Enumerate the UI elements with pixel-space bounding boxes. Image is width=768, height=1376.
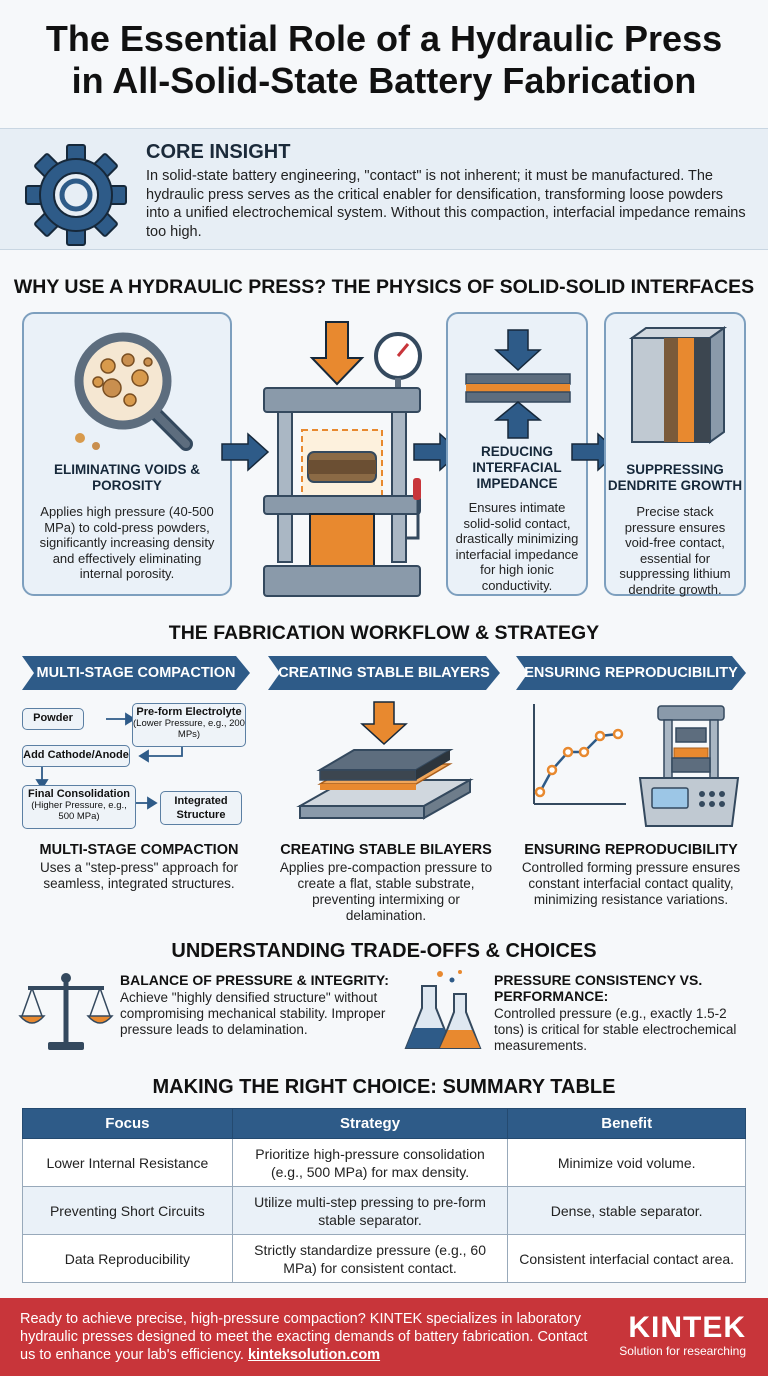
tradeoff-title-consistency: PRESSURE CONSISTENCY VS. PERFORMANCE: — [494, 972, 703, 1004]
hydraulic-press-icon — [263, 321, 422, 597]
card-title: REDUCING INTERFACIAL IMPEDANCE — [472, 444, 562, 491]
flow-step-preform: Pre-form Electrolyte (Lower Pressure, e.… — [132, 703, 246, 747]
col-title-multi-stage: MULTI-STAGE COMPACTION — [39, 842, 239, 858]
physics-heading: WHY USE A HYDRAULIC PRESS? THE PHYSICS O… — [13, 276, 755, 298]
tradeoffs-heading: UNDERSTANDING TRADE-OFFS & CHOICES — [171, 940, 597, 962]
balance-scale-icon — [18, 973, 114, 1050]
col-text-multi-stage: Uses a "step-press" approach for seamles… — [40, 860, 238, 891]
chevron-multi-stage: MULTI-STAGE COMPACTION — [22, 656, 250, 690]
insight-text: In solid-state battery engineering, "con… — [146, 168, 746, 240]
col-text-reproducibility: Controlled forming pressure ensures cons… — [521, 860, 741, 907]
card-suppressing-dendrite: SUPPRESSING DENDRITE GROWTH Precise stac… — [604, 312, 746, 597]
table-header-row: Focus Strategy Benefit — [22, 1108, 746, 1139]
table-cell: Dense, stable separator. — [507, 1186, 746, 1235]
card-text: Ensures intimate solid-solid contact, dr… — [455, 500, 579, 593]
tradeoff-text-balance: Achieve "highly densified structure" wit… — [120, 990, 386, 1037]
title-line-2: in All-Solid-State Battery Fabrication — [71, 60, 697, 101]
card-title: SUPPRESSING DENDRITE GROWTH — [607, 462, 743, 493]
table-row: Preventing Short Circuits Utilize multi-… — [22, 1186, 746, 1235]
insight-heading: CORE INSIGHT — [146, 141, 291, 163]
table-cell: Prioritize high-pressure consolidation (… — [231, 1138, 509, 1187]
flow-step-final: Final Consolidation (Higher Pressure, e.… — [22, 785, 136, 829]
layer-compression-icon — [465, 329, 571, 439]
card-title: ELIMINATING VOIDS & POROSITY — [53, 462, 200, 493]
col-title-reproducibility: ENSURING REPRODUCIBILITY — [524, 842, 738, 858]
tradeoff-title-balance: BALANCE OF PRESSURE & INTEGRITY: — [120, 972, 389, 988]
chevron-bilayers: CREATING STABLE BILAYERS — [268, 656, 500, 690]
chevron-reproducibility: ENSURING REPRODUCIBILITY — [516, 656, 746, 690]
battery-cell-icon — [628, 326, 728, 444]
footer-message: Ready to achieve precise, high-pressure … — [20, 1311, 588, 1363]
page-title: The Essential Role of a Hydraulic Press … — [0, 18, 768, 102]
title-line-1: The Essential Role of a Hydraulic Press — [45, 18, 723, 59]
flow-step-powder: Powder — [22, 708, 84, 730]
table-cell: Utilize multi-step pressing to pre-form … — [231, 1186, 509, 1235]
workflow-heading: THE FABRICATION WORKFLOW & STRATEGY — [168, 622, 600, 644]
col-title-bilayers: CREATING STABLE BILAYERS — [280, 842, 492, 858]
magnifier-powder-icon — [74, 332, 193, 451]
tradeoff-text-consistency: Controlled pressure (e.g., exactly 1.5-2… — [494, 1006, 737, 1053]
card-text: Precise stack pressure ensures void-free… — [619, 504, 731, 597]
lab-flasks-icon — [404, 970, 482, 1049]
arrow-right-icon — [221, 432, 270, 472]
gear-icon — [25, 144, 127, 246]
card-eliminating-voids: ELIMINATING VOIDS & POROSITY Applies hig… — [22, 312, 232, 596]
chevron-label: CREATING STABLE BILAYERS — [278, 665, 490, 681]
table-header-benefit: Benefit — [507, 1108, 746, 1139]
table-cell: Data Reproducibility — [22, 1234, 233, 1283]
brand-tagline: Solution for researching — [619, 1344, 746, 1358]
table-cell: Consistent interfacial contact area. — [507, 1234, 746, 1283]
table-cell: Lower Internal Resistance — [22, 1138, 233, 1187]
table-row: Data Reproducibility Strictly standardiz… — [22, 1234, 746, 1283]
reproducibility-chart-icon — [533, 704, 740, 827]
flow-connectors — [35, 712, 183, 810]
chevron-label: MULTI-STAGE COMPACTION — [36, 665, 236, 681]
bilayer-stack-icon — [296, 701, 474, 820]
summary-heading: MAKING THE RIGHT CHOICE: SUMMARY TABLE — [152, 1076, 616, 1098]
table-header-focus: Focus — [22, 1108, 233, 1139]
table-cell: Preventing Short Circuits — [22, 1186, 233, 1235]
flow-step-integrated: Integrated Structure — [160, 791, 242, 825]
table-row: Lower Internal Resistance Prioritize hig… — [22, 1138, 746, 1187]
core-insight-panel: CORE INSIGHT In solid-state battery engi… — [0, 128, 768, 250]
website-link[interactable]: kinteksolution.com — [247, 1347, 381, 1363]
brand-logo: KINTEK Solution for researching — [619, 1311, 746, 1359]
card-text: Applies high pressure (40-500 MPa) to co… — [39, 504, 215, 581]
table-cell: Minimize void volume. — [507, 1138, 746, 1187]
flow-step-add-electrode: Add Cathode/Anode — [22, 745, 130, 767]
card-reducing-impedance: REDUCING INTERFACIAL IMPEDANCE Ensures i… — [446, 312, 588, 596]
footer-banner: Ready to achieve precise, high-pressure … — [0, 1298, 768, 1376]
table-cell: Strictly standardize pressure (e.g., 60 … — [231, 1234, 509, 1283]
brand-name: KINTEK — [628, 1311, 746, 1344]
table-header-strategy: Strategy — [231, 1108, 509, 1139]
footer-text: Ready to achieve precise, high-pressure … — [20, 1310, 600, 1364]
col-text-bilayers: Applies pre-compaction pressure to creat… — [279, 860, 493, 923]
chevron-label: ENSURING REPRODUCIBILITY — [524, 665, 738, 681]
summary-table: Focus Strategy Benefit Lower Internal Re… — [22, 1108, 746, 1283]
